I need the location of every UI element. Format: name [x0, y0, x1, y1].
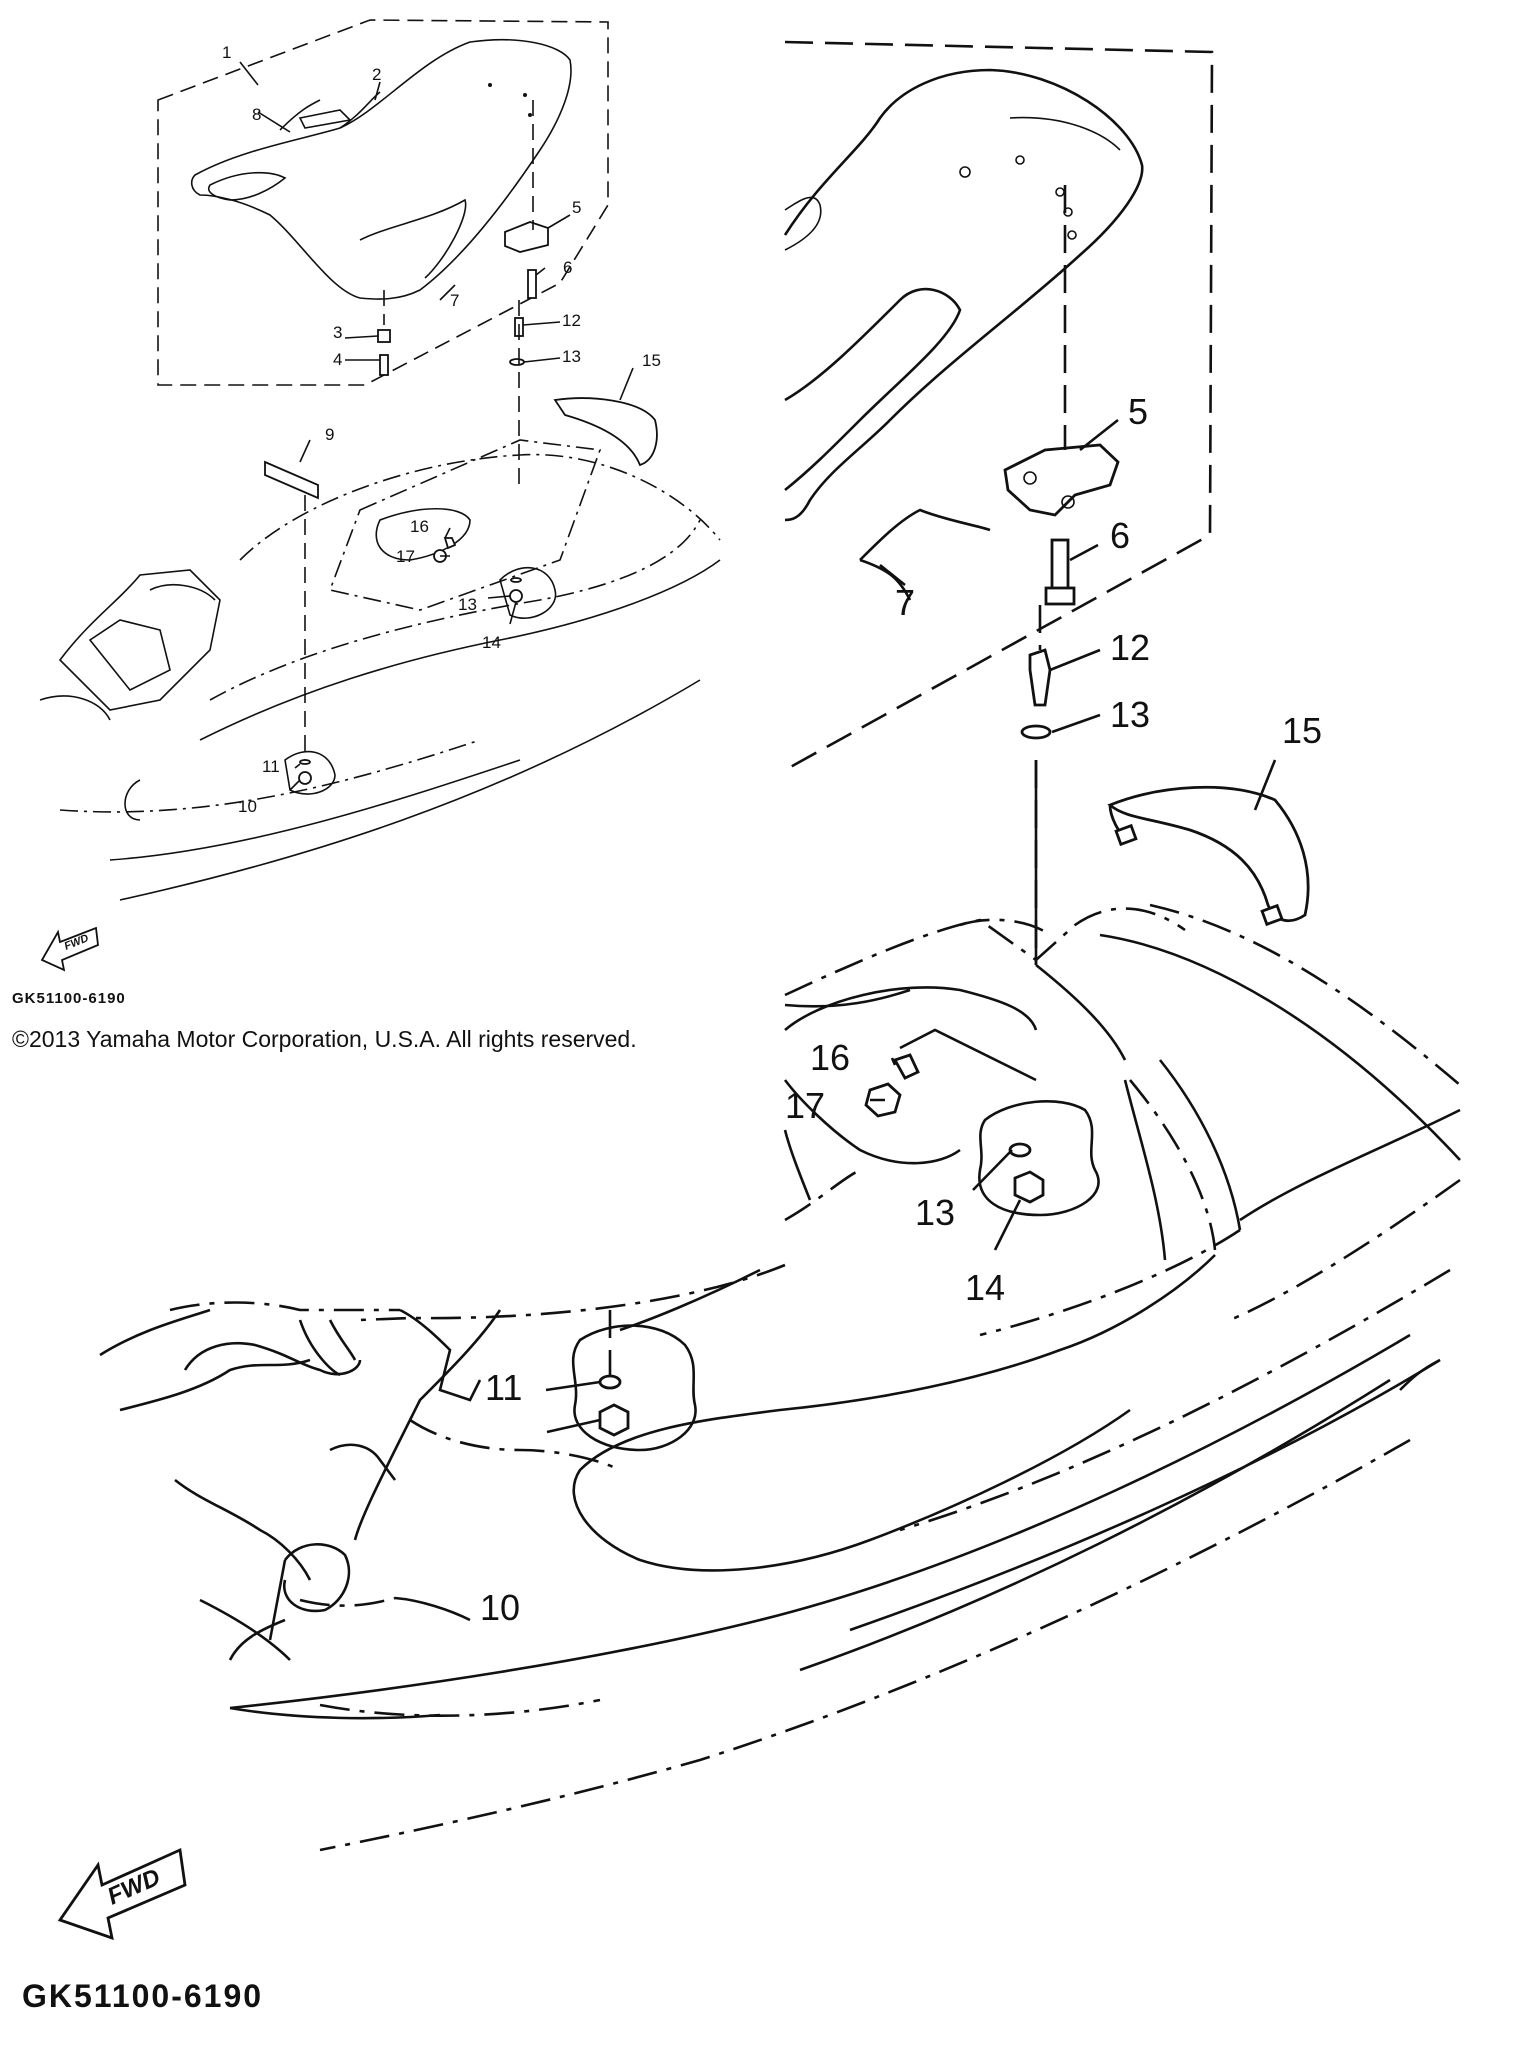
nut-10-small — [298, 771, 312, 785]
diagram-code-small: GK51100-6190 — [12, 990, 126, 1007]
callout-10-large: 10 — [480, 1587, 520, 1628]
callout-11-small: 11 — [262, 757, 280, 776]
callout-7-small: 7 — [450, 291, 459, 310]
callout-16-large: 16 — [810, 1037, 850, 1078]
callout-13-small: 13 — [562, 347, 581, 366]
fwd-arrow-small: FWD — [40, 926, 99, 972]
callout-15-small: 15 — [642, 351, 661, 370]
callout-3-small: 3 — [333, 323, 342, 342]
callout-15-large: 15 — [1282, 710, 1322, 751]
hull-small — [39, 439, 721, 901]
nut-10-large — [598, 1403, 630, 1437]
callout-5-small: 5 — [572, 198, 581, 217]
callout-11-large: 11 — [485, 1367, 522, 1408]
cover-15-small — [553, 397, 658, 467]
callout-17-large: 17 — [785, 1085, 825, 1126]
copyright-notice: ©2013 Yamaha Motor Corporation, U.S.A. A… — [12, 1026, 637, 1052]
callout-5-large: 5 — [1128, 391, 1148, 432]
callout-14-large: 14 — [965, 1267, 1005, 1308]
large-detail-view: 5 6 7 12 13 15 16 17 13 14 11 10 FWD GK5… — [22, 40, 1461, 2014]
callout-6-small: 6 — [563, 258, 572, 277]
hull-large — [99, 903, 1461, 1852]
callout-7-large: 7 — [895, 582, 915, 623]
washer-11-small — [299, 759, 311, 765]
washer-13-large — [1020, 724, 1052, 740]
part-4-small — [379, 354, 389, 376]
washer-11-large — [598, 1374, 622, 1390]
bolt-12-large — [1028, 648, 1052, 707]
small-overview: 1 2 3 4 5 6 7 8 9 10 11 12 13 14 15 16 1… — [12, 19, 721, 1007]
diagram-code-large: GK51100-6190 — [22, 1978, 263, 2014]
callout-10-small: 10 — [238, 797, 257, 816]
washer-13b-large — [1008, 1142, 1032, 1158]
callout-16-small: 16 — [410, 517, 429, 536]
callout-6-large: 6 — [1110, 515, 1130, 556]
seat-small — [190, 38, 572, 300]
callout-1-small: 1 — [222, 43, 231, 62]
nut-14-large — [1013, 1170, 1045, 1204]
callout-13-large: 13 — [1110, 694, 1150, 735]
cover-15-large — [1107, 785, 1310, 927]
bracket-9-small — [264, 460, 319, 500]
callout-13b-small: 13 — [458, 595, 477, 614]
bolt-6-small — [527, 269, 537, 299]
callout-17-small: 17 — [396, 547, 415, 566]
callout-12-small: 12 — [562, 311, 581, 330]
callout-14-small: 14 — [482, 633, 501, 652]
callout-8-small: 8 — [252, 105, 261, 124]
callout-9-small: 9 — [325, 425, 334, 444]
callout-13b-large: 13 — [915, 1192, 955, 1233]
washer-13b-small — [510, 577, 522, 583]
callout-2-small: 2 — [372, 65, 381, 84]
callout-4-small: 4 — [333, 350, 342, 369]
fwd-arrow-large: FWD — [57, 1847, 187, 1941]
bracket-5-small — [504, 221, 549, 253]
seat-large — [783, 68, 1144, 601]
bracket-5-large — [1003, 443, 1120, 517]
callout-12-large: 12 — [1110, 627, 1150, 668]
part-3-small — [377, 329, 391, 343]
nut-14-small — [509, 589, 523, 603]
washer-13-small — [509, 358, 525, 366]
nut-16-small — [443, 537, 457, 550]
nut-16-large — [892, 1053, 920, 1080]
bolt-6-large — [1044, 538, 1076, 606]
